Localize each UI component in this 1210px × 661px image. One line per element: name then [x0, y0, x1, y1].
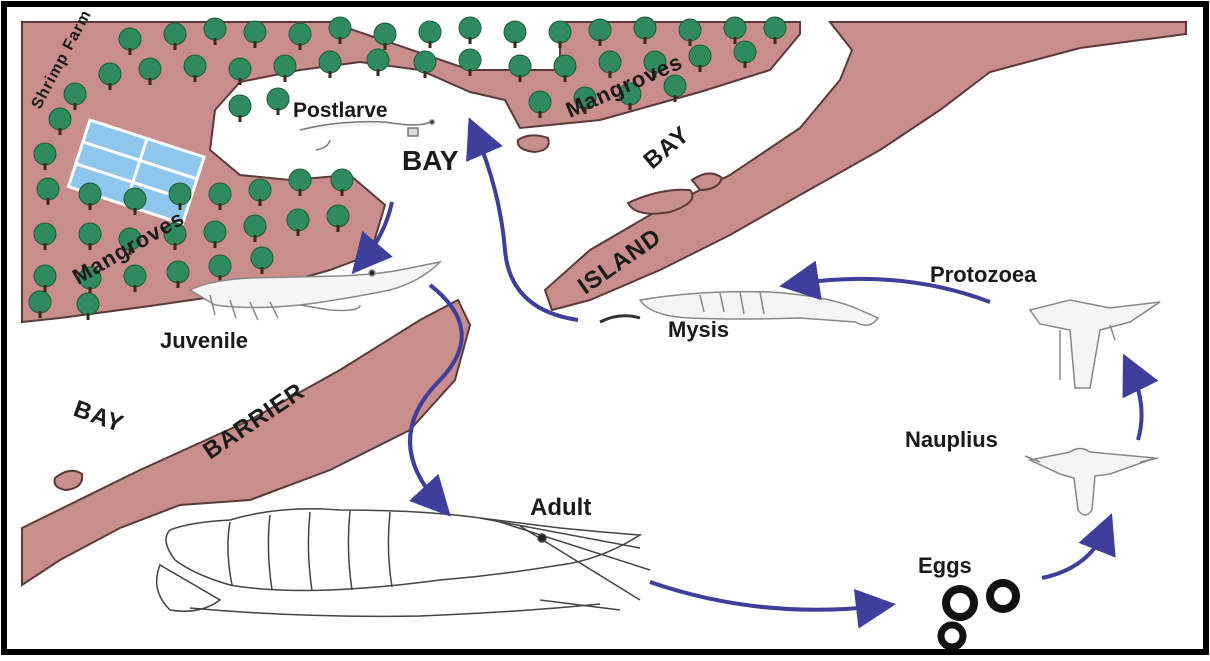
postlarve-label: Postlarve: [293, 99, 388, 122]
eggs-label: Eggs: [918, 553, 972, 578]
bay-center-label: BAY: [402, 145, 459, 176]
juvenile-label: Juvenile: [160, 328, 248, 353]
mysis-label: Mysis: [668, 317, 729, 342]
protozoea-label: Protozoea: [930, 262, 1037, 287]
nauplius-label: Nauplius: [905, 427, 998, 452]
islet-1: [518, 135, 549, 152]
adult-label: Adult: [530, 494, 591, 521]
